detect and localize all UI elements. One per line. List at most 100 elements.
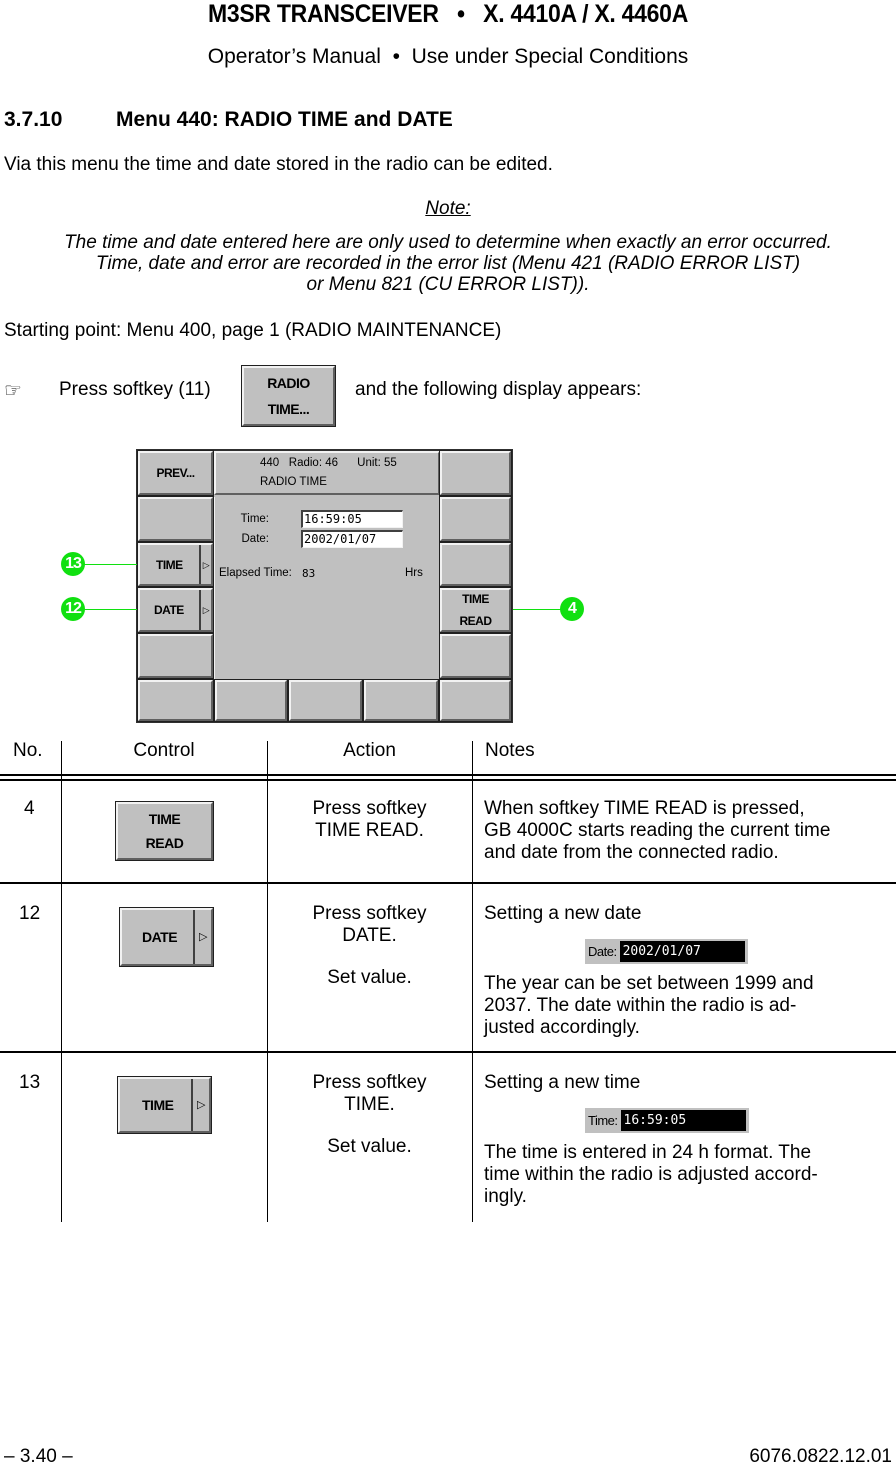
- bottom-softkey-1[interactable]: [137, 679, 214, 722]
- column-header-control: Control: [133, 740, 195, 761]
- note-line: The time and date entered here are only …: [64, 232, 832, 253]
- display-header: 440 Radio: 46 Unit: 55 RADIO TIME: [214, 451, 440, 495]
- right-softkey-3[interactable]: [439, 542, 512, 587]
- date-softkey[interactable]: DATE ▷: [137, 587, 214, 633]
- field-label: Time:: [588, 1113, 618, 1128]
- callout-badge-12: 12: [61, 597, 85, 621]
- notes-line: When softkey TIME READ is pressed,: [484, 798, 805, 819]
- document-header-subtitle: Operator’s Manual • Use under Special Co…: [207, 45, 689, 68]
- menu-title: RADIO TIME: [260, 476, 327, 488]
- time-softkey[interactable]: TIME ▷: [137, 542, 214, 587]
- row-divider: [0, 882, 896, 884]
- time-read-softkey[interactable]: TIME READ: [439, 587, 512, 633]
- control-label: DATE: [142, 929, 178, 945]
- notes-line: and date from the connected radio.: [484, 842, 779, 863]
- notes-line: GB 4000C starts reading the current time: [484, 820, 831, 841]
- display-content: Time: 16:59:05 Date: 2002/01/07 Elapsed …: [214, 497, 440, 679]
- elapsed-time-value: 83: [302, 567, 316, 580]
- radio-display: PREV... TIME ▷ DATE ▷ 440 Radio: 46 Unit…: [136, 449, 513, 723]
- header-divider: [0, 774, 896, 776]
- action-line: Press softkey: [312, 903, 427, 924]
- column-divider: [472, 741, 473, 1222]
- row-action: Press softkey DATE. Set value.: [267, 903, 472, 989]
- bottom-softkey-2[interactable]: [214, 679, 288, 722]
- action-line: DATE.: [342, 925, 397, 946]
- right-softkey-2[interactable]: [439, 496, 512, 542]
- action-line: TIME READ.: [315, 820, 424, 841]
- note-body: The time and date entered here are only …: [0, 232, 896, 295]
- control-label: TIME: [142, 1097, 174, 1113]
- arrow-right-icon: ▷: [191, 1079, 209, 1131]
- notes-line: 2037. The date within the radio is ad-: [484, 995, 797, 1016]
- time-field[interactable]: 16:59:05: [301, 510, 403, 528]
- callout-badge-4: 4: [560, 597, 584, 621]
- notes-line: time within the radio is adjusted accord…: [484, 1164, 818, 1185]
- section-number: 3.7.10: [4, 108, 63, 131]
- radio-time-softkey[interactable]: RADIO TIME...: [241, 365, 336, 427]
- page-number: – 3.40 –: [4, 1446, 73, 1467]
- softkey-label: PREV...: [156, 466, 195, 480]
- instruction-text-after: and the following display appears:: [355, 379, 642, 400]
- column-header-no: No.: [13, 740, 43, 761]
- callout-line: [513, 609, 561, 610]
- elapsed-time-label: Elapsed Time:: [219, 567, 292, 579]
- column-divider: [61, 741, 62, 1222]
- action-line: Set value.: [327, 1136, 412, 1157]
- date-field-example: Date: 2002/01/07: [585, 939, 748, 964]
- left-softkey-5[interactable]: [137, 633, 214, 679]
- time-field-example: Time: 16:59:05: [585, 1108, 749, 1133]
- column-header-action: Action: [343, 740, 396, 761]
- document-number: 6076.0822.12.01: [749, 1446, 892, 1467]
- row-number: 13: [19, 1072, 41, 1093]
- section-title: Menu 440: RADIO TIME and DATE: [116, 108, 453, 131]
- action-line: Set value.: [327, 967, 412, 988]
- action-line: Press softkey: [312, 798, 427, 819]
- note-line: or Menu 821 (CU ERROR LIST)).: [306, 274, 590, 295]
- bottom-softkey-5[interactable]: [439, 679, 512, 722]
- arrow-right-icon: ▷: [199, 545, 211, 584]
- note-line: Time, date and error are recorded in the…: [95, 253, 801, 274]
- column-divider: [267, 741, 268, 1222]
- instruction-step: ☞ Press softkey (11) RADIO TIME... and t…: [0, 364, 896, 428]
- notes-line: ingly.: [484, 1186, 527, 1207]
- field-value: 16:59:05: [620, 1110, 749, 1131]
- pointing-hand-icon: ☞: [4, 380, 22, 402]
- starting-point: Starting point: Menu 400, page 1 (RADIO …: [4, 320, 502, 341]
- field-label: Date:: [588, 944, 617, 959]
- softkey-label: RADIO: [267, 375, 310, 391]
- bottom-softkey-4[interactable]: [363, 679, 439, 722]
- date-control: DATE ▷: [119, 907, 214, 967]
- time-read-control: TIME READ: [115, 801, 214, 861]
- control-label: READ: [145, 835, 184, 851]
- row-notes: The year can be set between 1999 and 203…: [484, 973, 814, 1039]
- softkey-label: TIME: [156, 557, 183, 572]
- header-divider: [0, 779, 896, 781]
- date-field[interactable]: 2002/01/07: [301, 530, 403, 548]
- left-softkey-2[interactable]: [137, 496, 214, 542]
- notes-line: The year can be set between 1999 and: [484, 973, 814, 994]
- row-number: 4: [24, 798, 35, 819]
- menu-info: 440 Radio: 46 Unit: 55: [260, 457, 397, 469]
- action-line: TIME.: [344, 1094, 395, 1115]
- intro-paragraph: Via this menu the time and date stored i…: [4, 154, 553, 175]
- callout-badge-13: 13: [61, 552, 85, 576]
- right-softkey-5[interactable]: [439, 633, 512, 679]
- control-label: TIME: [148, 811, 181, 827]
- note-label: Note:: [425, 198, 471, 219]
- prev-softkey[interactable]: PREV...: [137, 450, 214, 496]
- time-label: Time:: [240, 513, 269, 525]
- field-value: 2002/01/07: [619, 941, 748, 962]
- date-label: Date:: [241, 533, 270, 545]
- softkey-label: READ: [459, 614, 492, 628]
- row-action: Press softkey TIME READ.: [267, 798, 472, 842]
- row-number: 12: [19, 903, 41, 924]
- notes-line: justed accordingly.: [484, 1017, 640, 1038]
- row-action: Press softkey TIME. Set value.: [267, 1072, 472, 1158]
- arrow-right-icon: ▷: [193, 910, 211, 964]
- right-softkey-1[interactable]: [439, 450, 512, 496]
- softkey-label: TIME...: [267, 401, 310, 417]
- row-divider: [0, 1051, 896, 1053]
- elapsed-time-unit: Hrs: [405, 567, 423, 579]
- bottom-softkey-3[interactable]: [288, 679, 363, 722]
- row-notes: When softkey TIME READ is pressed, GB 40…: [484, 798, 830, 864]
